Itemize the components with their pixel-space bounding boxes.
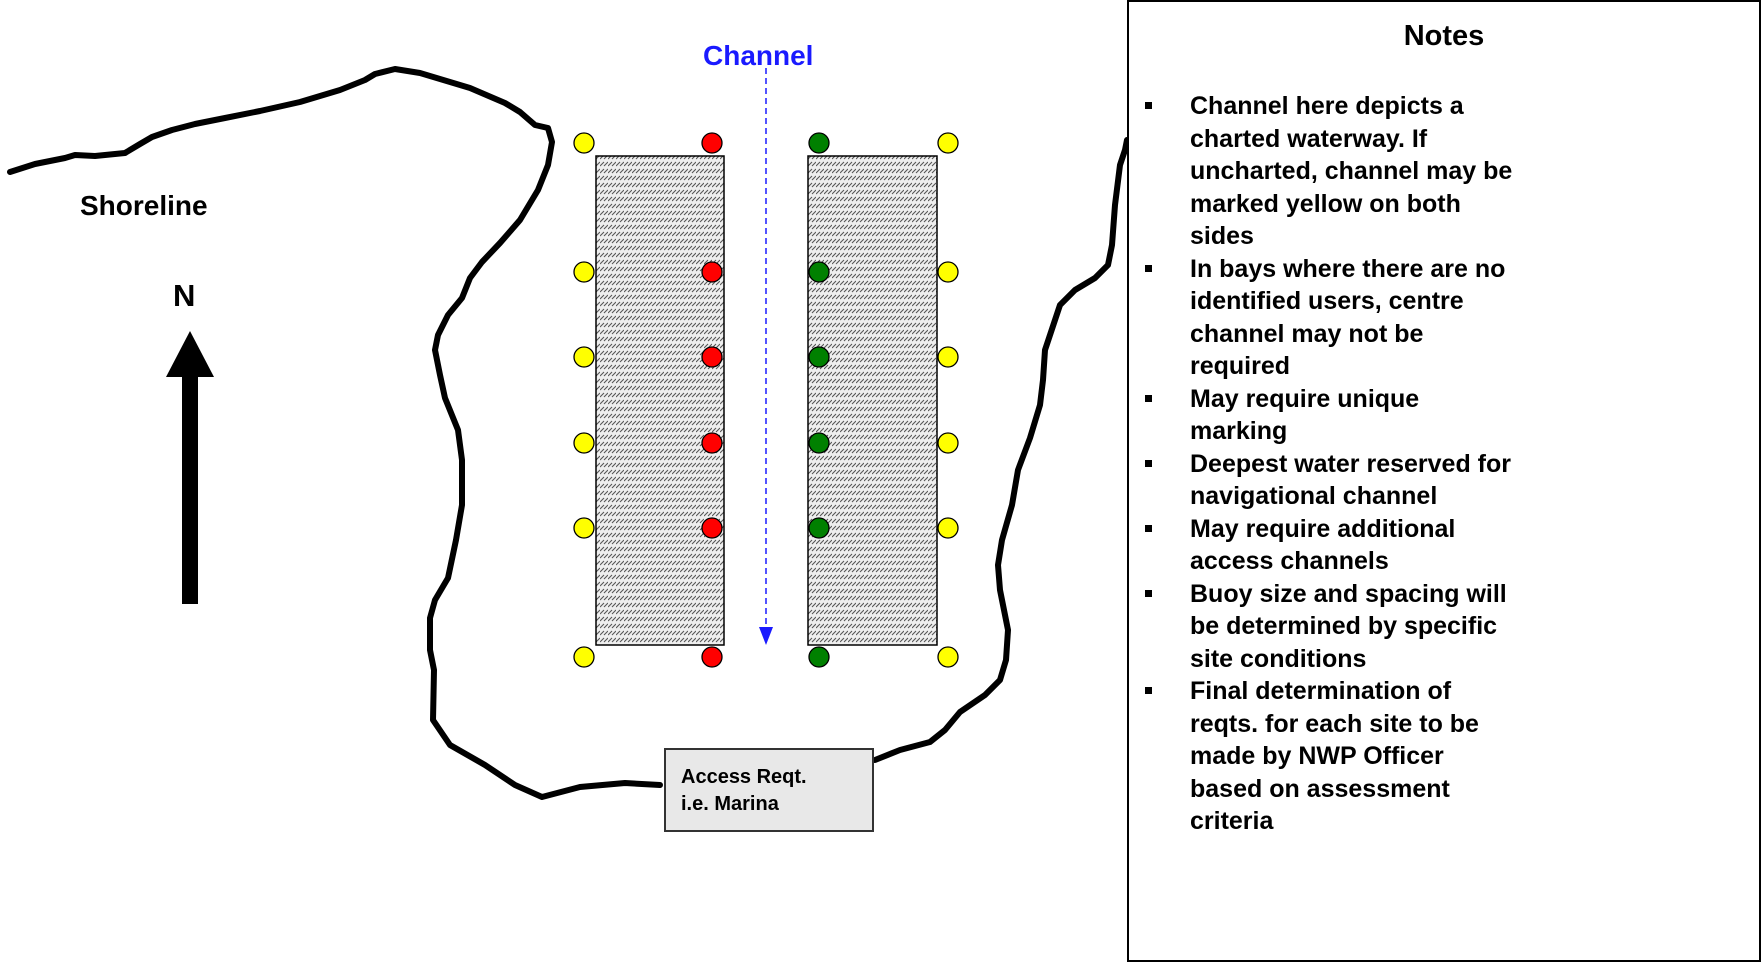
buoy-green [808, 646, 830, 668]
note-line: May require additional [1190, 514, 1456, 543]
buoy-red [701, 261, 723, 283]
note-line: In bays where there are no [1190, 254, 1506, 283]
buoy-yellow [573, 432, 595, 454]
buoy-yellow [573, 346, 595, 368]
note-item: Final determination of reqts. for each si… [1143, 675, 1512, 838]
note-line: May require unique [1190, 384, 1420, 413]
channel-label: Channel [703, 40, 814, 71]
bullet-icon [1145, 589, 1152, 597]
buoy-yellow [937, 432, 959, 454]
note-line: charted waterway. If [1190, 124, 1428, 153]
buoy-red [701, 517, 723, 539]
note-line: Channel here depicts a [1190, 92, 1464, 120]
note-line: navigational channel [1190, 482, 1438, 510]
note-item: Channel here depicts a charted waterway. … [1143, 90, 1512, 253]
north-arrow-icon [166, 331, 214, 377]
buoy-yellow [937, 517, 959, 539]
channel-arrowhead [759, 627, 773, 645]
mooring-zone-left [595, 155, 725, 646]
notes-list: Channel here depicts a charted waterway. … [1143, 90, 1512, 838]
note-item: Deepest water reserved for navigational c… [1143, 448, 1512, 513]
bullet-icon [1145, 264, 1152, 272]
buoy-yellow [573, 261, 595, 283]
note-line: Buoy size and spacing will [1190, 579, 1507, 608]
notes-title: Notes [1403, 20, 1485, 52]
note-line: sides [1190, 222, 1254, 250]
buoy-yellow [573, 132, 595, 154]
buoy-yellow [937, 346, 959, 368]
bullet-icon [1145, 102, 1152, 109]
note-line: made by NWP Officer [1190, 742, 1444, 770]
buoy-green [808, 517, 830, 539]
buoy-yellow [573, 517, 595, 539]
shoreline-label: Shoreline [80, 190, 208, 221]
access-box-line-1: Access Reqt. [681, 766, 807, 788]
access-box-line-2: i.e. Marina [681, 793, 779, 815]
buoy-green [808, 346, 830, 368]
mooring-zone-right [807, 155, 938, 646]
note-line: be determined by specific [1190, 612, 1498, 640]
north-label: N [173, 278, 196, 313]
note-item: May require unique marking [1143, 383, 1512, 448]
note-line: Final determination of [1190, 677, 1452, 705]
shoreline-left [7, 66, 663, 800]
note-line: marked yellow on both [1190, 189, 1461, 218]
note-line: site conditions [1190, 644, 1367, 673]
buoy-green [808, 432, 830, 454]
buoy-green [808, 132, 830, 154]
buoy-yellow [937, 132, 959, 154]
buoy-yellow [573, 646, 595, 668]
shoreline-right [872, 137, 1130, 763]
note-line: reqts. for each site to be [1190, 709, 1479, 738]
note-item: May require additional access channels [1143, 513, 1512, 578]
note-line: required [1190, 352, 1291, 380]
notes-panel: Notes Channel here depicts a charted wate… [1127, 0, 1761, 962]
buoy-red [701, 432, 723, 454]
buoy-yellow [937, 646, 959, 668]
note-line: channel may not be [1190, 319, 1424, 348]
buoy-green [808, 261, 830, 283]
bullet-icon [1145, 459, 1152, 467]
note-line: criteria [1190, 807, 1274, 835]
note-line: based on assessment [1190, 774, 1450, 803]
note-line: marking [1190, 417, 1288, 445]
buoy-red [701, 346, 723, 368]
note-item: Buoy size and spacing will be determined … [1143, 578, 1512, 676]
bullet-icon [1145, 524, 1152, 532]
access-requirement-box: Access Reqt. i.e. Marina [664, 748, 874, 832]
note-line: uncharted, channel may be [1190, 157, 1513, 185]
note-line: identified users, centre [1190, 287, 1464, 315]
note-line: access channels [1190, 547, 1389, 575]
note-line: Deepest water reserved for [1190, 449, 1511, 478]
buoy-red [701, 646, 723, 668]
buoy-red [701, 132, 723, 154]
north-arrow-shaft [182, 372, 198, 604]
note-item: In bays where there are no identified use… [1143, 253, 1512, 383]
buoy-yellow [937, 261, 959, 283]
bullet-icon [1145, 687, 1152, 694]
bullet-icon [1145, 394, 1152, 402]
